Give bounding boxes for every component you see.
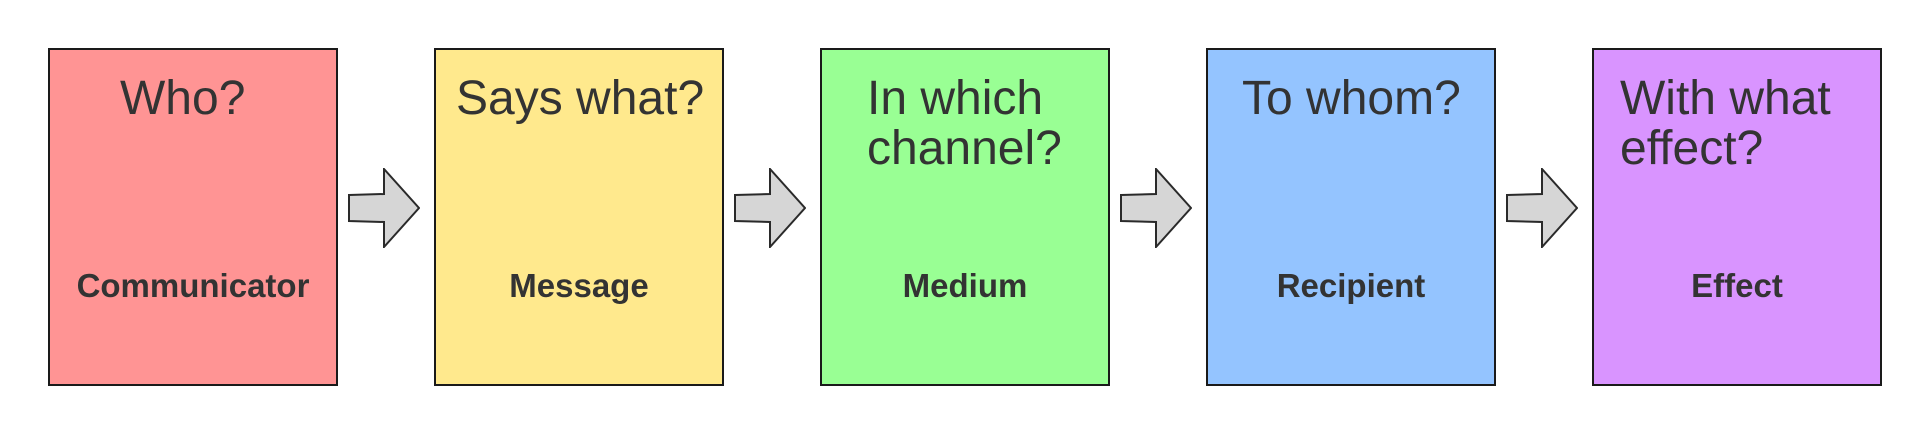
right-arrow-icon	[1506, 168, 1578, 248]
stage-box-medium: In which channel? Medium	[820, 48, 1110, 386]
stage-box-communicator: Who? Communicator	[48, 48, 338, 386]
stage-question: Says what?	[456, 72, 705, 125]
stage-box-message: Says what? Message	[434, 48, 724, 386]
stage-role-label: Recipient	[1276, 267, 1426, 304]
stage-box-recipient: To whom? Recipient	[1206, 48, 1496, 386]
stage-question: To whom?	[1242, 72, 1461, 125]
right-arrow-icon	[348, 168, 420, 248]
right-arrow-icon	[1120, 168, 1192, 248]
stage-role-label: Medium	[902, 267, 1028, 304]
stage-question: Who?	[120, 72, 246, 125]
stage-role-label: Message	[509, 267, 649, 304]
stage-role-label: Effect	[1691, 267, 1783, 304]
stage-question: With what effect?	[1620, 72, 1831, 175]
stage-box-effect: With what effect? Effect	[1592, 48, 1882, 386]
stage-role-label: Communicator	[76, 267, 310, 304]
stage-question: In which channel?	[867, 72, 1062, 175]
right-arrow-icon	[734, 168, 806, 248]
